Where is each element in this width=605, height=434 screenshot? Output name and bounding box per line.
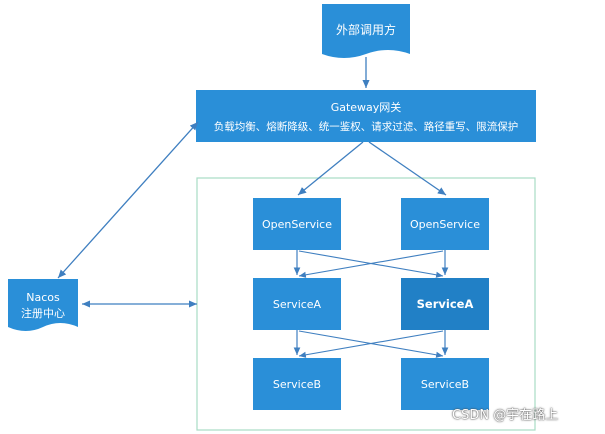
openservice-left-node	[253, 198, 341, 250]
csdn-watermark: CSDN @宇在路上	[452, 408, 559, 423]
openservice-right-node	[401, 198, 489, 250]
service-a-right-label: ServiceA	[417, 297, 474, 311]
external-caller-label: 外部调用方	[336, 22, 396, 37]
openservice-left-label: OpenService	[262, 218, 332, 231]
gateway-features: 负载均衡、熔断降级、统一鉴权、请求过滤、路径重写、限流保护	[214, 120, 519, 133]
service-a-right-node	[401, 278, 489, 330]
nacos-label-line2: 注册中心	[21, 306, 65, 320]
service-b-left-node	[253, 358, 341, 410]
arrow-a-right-to-b-left	[298, 330, 444, 358]
nacos-node	[8, 279, 78, 331]
nacos-label-line1: Nacos	[26, 291, 60, 304]
service-b-left-label: ServiceB	[273, 378, 321, 391]
service-b-right-label: ServiceB	[421, 378, 469, 391]
arrow-gateway-to-openservice-right	[368, 141, 447, 196]
service-a-left-label: ServiceA	[273, 298, 322, 311]
gateway-title: Gateway网关	[331, 100, 402, 114]
arrow-gateway-to-openservice-left	[297, 141, 364, 196]
arrow-open-right-to-a-left	[298, 250, 444, 278]
service-b-right-node	[401, 358, 489, 410]
arrow-nacos-gateway	[57, 121, 199, 279]
gateway-node	[196, 90, 536, 142]
external-caller-node	[322, 4, 410, 58]
service-a-left-node	[253, 278, 341, 330]
openservice-right-label: OpenService	[410, 218, 480, 231]
